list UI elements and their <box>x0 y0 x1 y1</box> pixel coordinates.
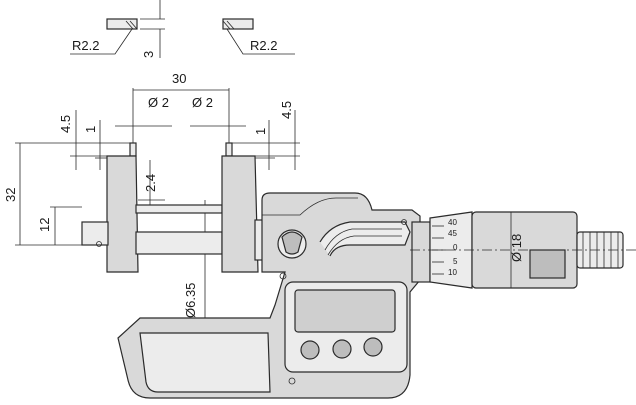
sleeve <box>411 221 431 283</box>
r-left-leader <box>70 28 133 55</box>
arch-line <box>324 228 402 251</box>
anvil-screw <box>96 241 102 247</box>
r-left-label: R2.2 <box>72 38 99 53</box>
left-jaw-body <box>106 155 139 273</box>
upper-rod <box>135 204 223 214</box>
button-middle <box>332 339 352 359</box>
scale-45: 45 <box>448 229 457 238</box>
frame-screw <box>279 272 287 280</box>
three-label: 3 <box>141 51 156 58</box>
spindle-dims: 2.4 Ø6.35 <box>138 160 206 325</box>
dia2-left-label: Ø 2 <box>148 95 169 110</box>
dim-24-label: 2.4 <box>143 174 158 192</box>
overall-height-dims: 32 12 <box>3 142 82 246</box>
dim-30-label: 30 <box>172 71 186 86</box>
frame-clamp-arch <box>319 221 411 257</box>
dia2-right-label: Ø 2 <box>192 95 213 110</box>
left-jaw-tip <box>129 142 137 157</box>
button-left <box>300 340 320 360</box>
right-tip-detail-shape <box>222 18 254 30</box>
thimble-assembly: Ø 18 40 45 0 5 10 <box>410 211 636 289</box>
spindle <box>135 204 223 255</box>
right-height-dims: 4.5 1 <box>229 101 300 170</box>
right-jaw <box>221 142 264 273</box>
scale-40: 40 <box>448 218 457 227</box>
one-right-label: 1 <box>253 128 268 135</box>
scale-10: 10 <box>448 268 457 277</box>
scale-5: 5 <box>453 257 458 266</box>
frame-screw <box>401 219 407 225</box>
left-height-dims: 4.5 1 <box>58 110 133 170</box>
left-tip-detail-shape <box>106 18 138 30</box>
right-jaw-body <box>221 155 259 273</box>
arch-line <box>327 235 402 256</box>
dim-12-label: 12 <box>37 218 52 232</box>
scale-0: 0 <box>453 243 458 252</box>
one-left-label: 1 <box>83 126 98 133</box>
micrometer-frame <box>117 192 421 399</box>
left-jaw <box>81 142 139 273</box>
grip-plate <box>139 332 271 393</box>
dim-635-label: Ø6.35 <box>183 283 198 318</box>
dia18-label: Ø 18 <box>509 234 524 262</box>
dia2-dimensions: Ø 2 Ø 2 <box>115 95 246 127</box>
lcd-screen <box>294 289 396 333</box>
lower-spindle <box>135 231 223 255</box>
left-tip-hatch <box>125 20 134 30</box>
thimble-scale: 40 45 0 5 10 <box>432 218 458 277</box>
right-tip-hatch <box>222 20 231 30</box>
h45-left-label: 4.5 <box>58 115 73 133</box>
dimension-30: 30 <box>132 71 230 160</box>
h45-right-label: 4.5 <box>279 101 294 119</box>
jaw-tip-detail: R2.2 R2.2 3 <box>70 0 295 58</box>
lock-knob-inner <box>281 231 303 255</box>
right-jaw-tip <box>225 142 233 157</box>
left-tip-hatch <box>129 20 138 30</box>
left-anvil-stem <box>81 221 109 246</box>
frame-screw <box>288 377 296 385</box>
right-tip-hatch <box>226 20 235 30</box>
frame-ridge <box>262 197 358 216</box>
dim-32-label: 32 <box>3 188 18 202</box>
r-right-label: R2.2 <box>250 38 277 53</box>
r-right-leader <box>226 28 295 55</box>
thimble-knurl <box>529 249 566 279</box>
button-right <box>363 337 383 357</box>
